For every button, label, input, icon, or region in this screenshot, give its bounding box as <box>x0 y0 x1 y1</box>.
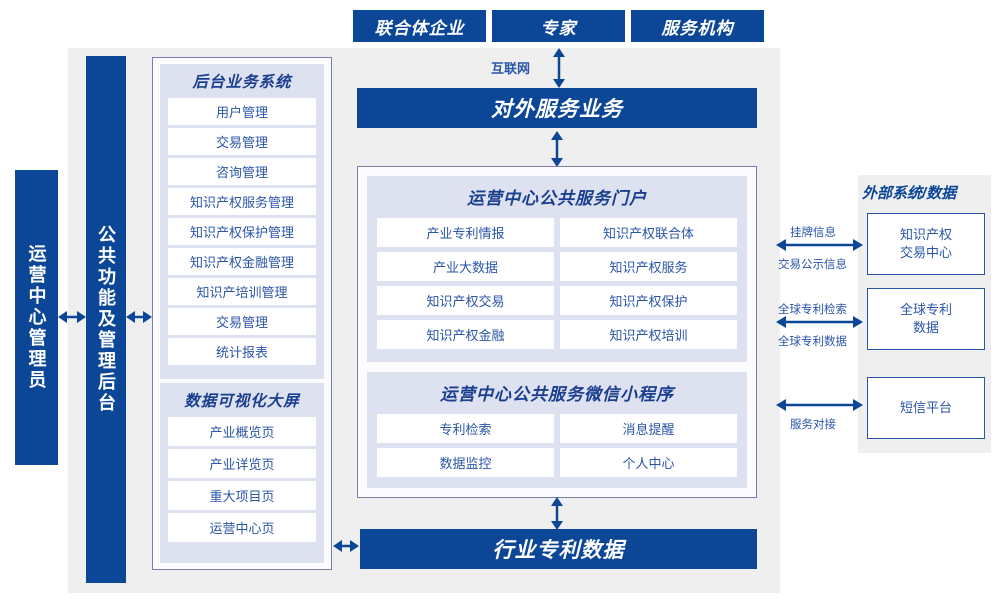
miniprogram-item[interactable]: 个人中心 <box>560 448 737 477</box>
public-portal-title: 运营中心公共服务门户 <box>467 189 647 208</box>
external-service-label: 对外服务业务 <box>491 98 623 121</box>
data-visualization-item[interactable]: 重大项目页 <box>168 481 316 510</box>
data-visualization-section: 数据可视化大屏 产业概览页 产业详览页 重大项目页 运营中心页 <box>160 383 324 563</box>
backend-system-item[interactable]: 统计报表 <box>168 338 316 365</box>
role-公共功能及管理后台[interactable]: 公共功能及管理后台 <box>86 56 126 583</box>
miniprogram-item[interactable]: 消息提醒 <box>560 414 737 443</box>
data-visualization-item[interactable]: 产业详览页 <box>168 449 316 478</box>
role-label: 运营中心管理员 <box>26 244 47 391</box>
data-visualization-title: 数据可视化大屏 <box>184 393 300 410</box>
role-to-backend-arrow <box>58 311 86 323</box>
platform-to-industry-data-arrow <box>551 497 563 530</box>
backend-system-item[interactable]: 知识产权金融管理 <box>168 248 316 275</box>
public-portal-section: 运营中心公共服务门户 产业专利情报 知识产权联合体 产业大数据 知识产权服务 知… <box>367 176 747 362</box>
backend-to-modules-arrow <box>126 311 152 323</box>
external-systems-title: 外部系统/数据 <box>862 185 957 202</box>
data-visualization-list: 产业概览页 产业详览页 重大项目页 运营中心页 <box>168 417 316 542</box>
backend-system-title: 后台业务系统 <box>192 74 292 91</box>
role-运营中心管理员[interactable]: 运营中心管理员 <box>15 170 58 465</box>
external-link-arrow-2 <box>776 316 863 328</box>
backend-system-section: 后台业务系统 用户管理 交易管理 咨询管理 知识产权服务管理 知识产权保护管理 … <box>160 64 324 379</box>
external-box-line1: 全球专利 <box>899 302 952 318</box>
external-link-arrow-1 <box>776 239 863 251</box>
data-visualization-item[interactable]: 产业概览页 <box>168 417 316 446</box>
external-link-label-below: 全球专利数据 <box>778 336 847 348</box>
miniprogram-item[interactable]: 专利检索 <box>377 414 554 443</box>
public-portal-item[interactable]: 知识产权金融 <box>377 320 554 349</box>
public-portal-item[interactable]: 知识产权交易 <box>377 286 554 315</box>
external-link-arrow-3 <box>776 399 863 411</box>
top-actor-服务机构[interactable]: 服务机构 <box>631 10 764 42</box>
top-actor-label: 服务机构 <box>661 18 734 38</box>
external-link-label-below: 交易公示信息 <box>778 259 847 271</box>
top-actor-联合体企业[interactable]: 联合体企业 <box>353 10 486 42</box>
external-box-知识产权交易中心[interactable]: 知识产权 交易中心 <box>867 213 985 275</box>
external-link-label-below: 服务对接 <box>790 419 836 431</box>
public-portal-item[interactable]: 产业大数据 <box>377 252 554 281</box>
top-actor-label: 专家 <box>540 18 577 38</box>
role-label: 公共功能及管理后台 <box>96 225 116 414</box>
backend-system-list: 用户管理 交易管理 咨询管理 知识产权服务管理 知识产权保护管理 知识产权金融管… <box>168 98 316 365</box>
external-box-line2: 数据 <box>912 320 939 335</box>
modules-to-industry-data-arrow <box>333 540 359 552</box>
backend-system-item[interactable]: 用户管理 <box>168 98 316 125</box>
external-box-line2: 交易中心 <box>899 245 952 260</box>
external-box-line1: 短信平台 <box>899 400 952 416</box>
service-to-portal-arrow <box>551 131 563 167</box>
public-portal-item[interactable]: 知识产权服务 <box>560 252 737 281</box>
backend-system-item[interactable]: 咨询管理 <box>168 158 316 185</box>
miniprogram-title: 运营中心公共服务微信小程序 <box>440 385 674 404</box>
external-link-label-above: 挂牌信息 <box>790 227 836 239</box>
miniprogram-item[interactable]: 数据监控 <box>377 448 554 477</box>
external-box-全球专利数据[interactable]: 全球专利 数据 <box>867 288 985 350</box>
backend-system-item[interactable]: 交易管理 <box>168 308 316 335</box>
public-portal-item[interactable]: 知识产权培训 <box>560 320 737 349</box>
internet-arrow <box>553 48 565 88</box>
external-box-短信平台[interactable]: 短信平台 <box>867 377 985 439</box>
backend-system-item[interactable]: 知识产权服务管理 <box>168 188 316 215</box>
top-actor-label: 联合体企业 <box>374 18 465 38</box>
industry-patent-data-bar[interactable]: 行业专利数据 <box>360 529 757 569</box>
public-portal-grid: 产业专利情报 知识产权联合体 产业大数据 知识产权服务 知识产权交易 知识产权保… <box>377 218 737 349</box>
public-portal-item[interactable]: 知识产权联合体 <box>560 218 737 247</box>
data-visualization-item[interactable]: 运营中心页 <box>168 513 316 542</box>
top-actor-专家[interactable]: 专家 <box>492 10 625 42</box>
miniprogram-grid: 专利检索 消息提醒 数据监控 个人中心 <box>377 414 737 477</box>
internet-label: 互联网 <box>491 61 531 76</box>
public-portal-item[interactable]: 知识产权保护 <box>560 286 737 315</box>
miniprogram-section: 运营中心公共服务微信小程序 专利检索 消息提醒 数据监控 个人中心 <box>367 372 747 488</box>
external-service-bar[interactable]: 对外服务业务 <box>357 88 757 128</box>
external-box-line1: 知识产权 <box>899 227 952 243</box>
backend-system-item[interactable]: 知识产权保护管理 <box>168 218 316 245</box>
backend-system-item[interactable]: 交易管理 <box>168 128 316 155</box>
industry-patent-data-label: 行业专利数据 <box>492 539 625 562</box>
external-link-label-above: 全球专利检索 <box>778 304 847 316</box>
backend-system-item[interactable]: 知识产培训管理 <box>168 278 316 305</box>
public-portal-item[interactable]: 产业专利情报 <box>377 218 554 247</box>
